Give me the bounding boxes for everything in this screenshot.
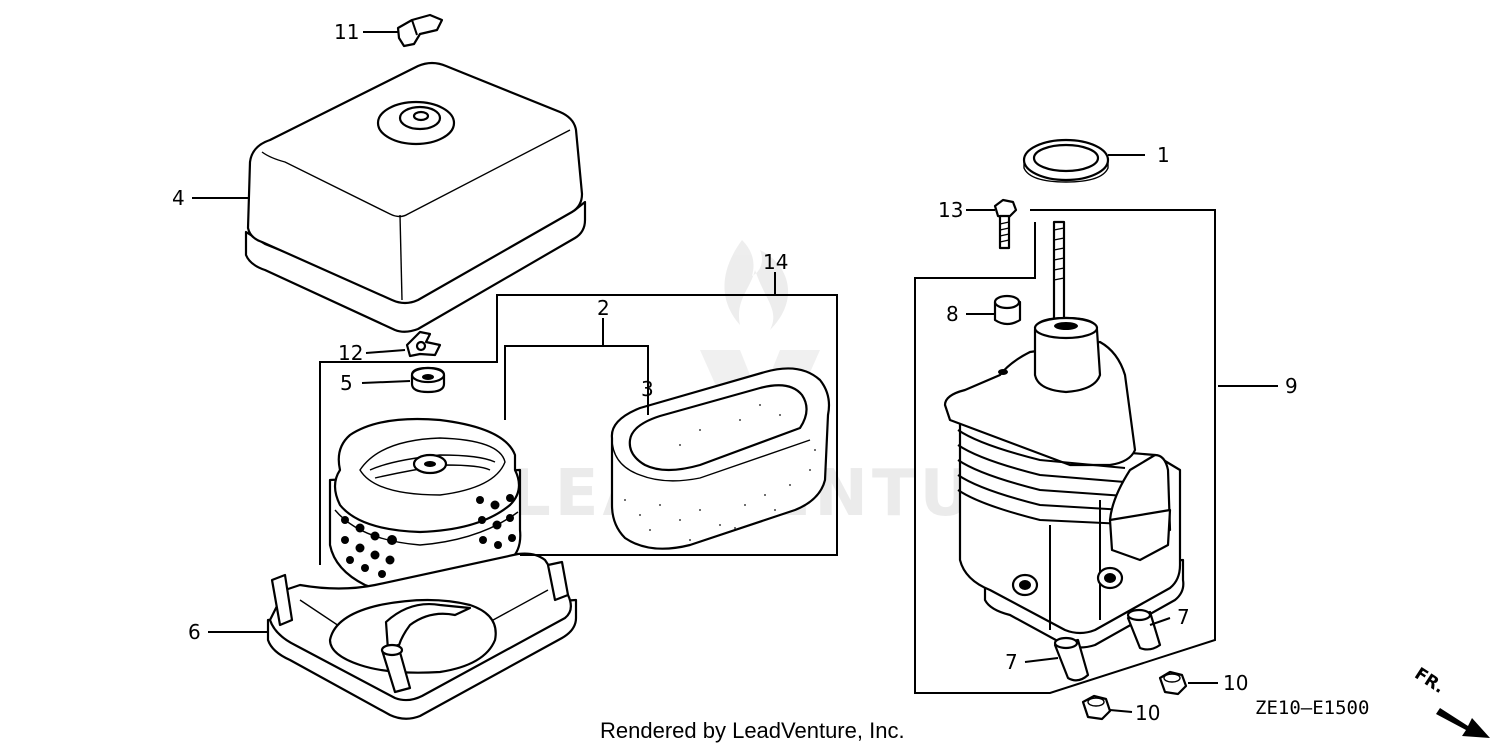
part-12-wing-nut [405, 330, 442, 358]
part-5-grommet [410, 366, 446, 394]
group-bracket-2 [504, 345, 649, 420]
direction-label: FR. [1411, 664, 1448, 698]
callout-14: 14 [763, 250, 788, 274]
callout-7-right: 7 [1177, 605, 1190, 629]
callout-5: 5 [340, 371, 353, 395]
part-13-bolt [993, 198, 1018, 250]
callout-7-left: 7 [1005, 650, 1018, 674]
callout-12: 12 [338, 341, 363, 365]
diagram-code: ZE10—E1500 [1255, 697, 1369, 719]
credit-text: Rendered by LeadVenture, Inc. [600, 718, 905, 743]
callout-10-right: 10 [1223, 671, 1248, 695]
part-1-seal [1022, 138, 1110, 183]
part-9-cleaner-case [943, 220, 1185, 649]
group-bracket-9 [914, 209, 1216, 694]
callout-1: 1 [1157, 143, 1170, 167]
callout-4: 4 [172, 186, 185, 210]
part-10-nut-right [1158, 670, 1188, 696]
callout-10-left: 10 [1135, 701, 1160, 725]
group-bracket-14 [319, 294, 838, 565]
callout-3: 3 [641, 377, 654, 401]
arrow-icon [1436, 708, 1490, 738]
leader-lines [192, 31, 1278, 713]
part-8-collar [993, 294, 1022, 326]
part-11-clip [396, 13, 444, 48]
callout-13: 13 [938, 198, 963, 222]
callout-2: 2 [597, 296, 610, 320]
part-7-tube-left [1053, 636, 1090, 682]
callout-6: 6 [188, 620, 201, 644]
front-direction-arrow: FR. [1411, 664, 1490, 738]
callout-8: 8 [946, 302, 959, 326]
callout-labels: 1 2 3 4 5 6 7 7 8 9 10 10 11 12 13 14 [172, 20, 1298, 725]
callout-11: 11 [334, 20, 359, 44]
part-10-nut-left [1081, 694, 1112, 721]
callout-9: 9 [1285, 374, 1298, 398]
part-7-tube-right [1126, 608, 1162, 651]
part-6-base [266, 552, 578, 720]
part-3-foam-element [610, 367, 831, 550]
part-4-cleaner-cover [244, 61, 587, 333]
